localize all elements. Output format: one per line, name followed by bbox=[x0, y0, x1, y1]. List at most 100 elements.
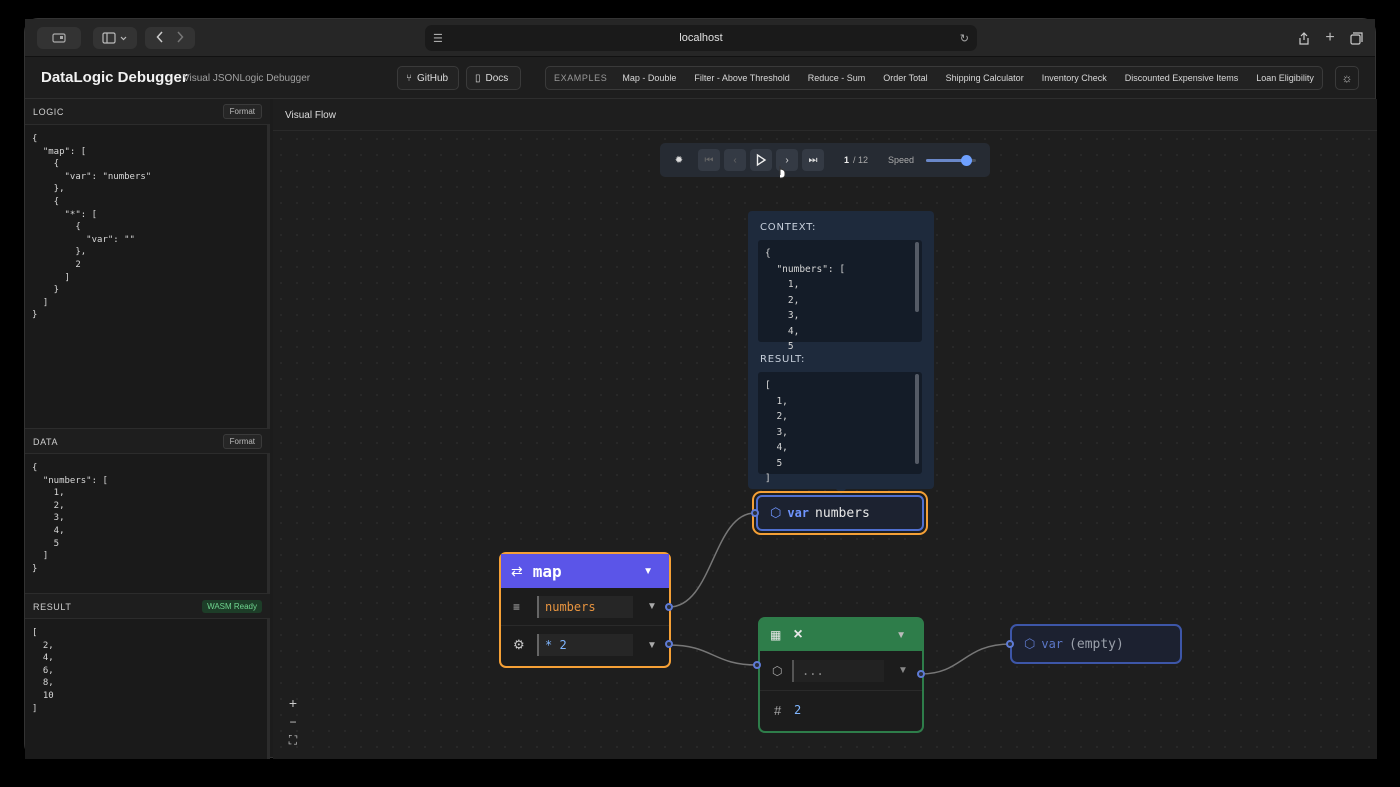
back-button[interactable] bbox=[156, 30, 164, 46]
example-filter-above-threshold[interactable]: Filter - Above Threshold bbox=[694, 73, 790, 83]
var-numbers-body: ⬡ var numbers bbox=[756, 495, 924, 531]
history-nav bbox=[145, 27, 195, 49]
example-order-total[interactable]: Order Total bbox=[883, 73, 928, 83]
plus-icon: + bbox=[1325, 29, 1335, 46]
map-arg-row-1: ≡ numbers ▼ bbox=[501, 588, 669, 626]
example-map-double[interactable]: Map - Double bbox=[622, 73, 677, 83]
step-current: 1 bbox=[844, 155, 850, 165]
context-label: CONTEXT: bbox=[760, 222, 817, 233]
address-bar[interactable]: ☰ localhost ↻ bbox=[425, 25, 977, 51]
example-loan-eligibility[interactable]: Loan Eligibility bbox=[1256, 73, 1314, 83]
step-last-button[interactable]: ⏭ bbox=[802, 149, 824, 171]
url-text: localhost bbox=[679, 32, 723, 44]
editor-panel: LOGIC Format { "map": [ { "var": "number… bbox=[25, 99, 270, 759]
skip-back-icon: ⏮ bbox=[704, 154, 714, 166]
github-icon: ⑂ bbox=[406, 72, 412, 84]
zoom-out-button[interactable]: − bbox=[289, 715, 297, 729]
sun-icon: ☼ bbox=[1341, 71, 1353, 85]
multiply-arg-context[interactable]: ... bbox=[792, 659, 884, 682]
browser-toolbar: ☰ localhost ↻ + bbox=[25, 19, 1375, 57]
step-first-button[interactable]: ⏮ bbox=[698, 149, 720, 171]
data-editor[interactable]: { "numbers": [ 1, 2, 3, 4, 5 ] } bbox=[32, 463, 108, 574]
site-settings-icon[interactable]: ☰ bbox=[433, 32, 443, 45]
theme-toggle-button[interactable]: ☼ bbox=[1335, 66, 1359, 90]
tab-overview-button[interactable] bbox=[1345, 27, 1367, 49]
multiply-arg-literal[interactable]: 2 bbox=[794, 703, 802, 717]
share-button[interactable] bbox=[1293, 27, 1315, 49]
play-button[interactable] bbox=[750, 149, 772, 171]
zoom-in-button[interactable]: + bbox=[288, 695, 298, 711]
speed-slider[interactable] bbox=[926, 154, 977, 166]
play-icon bbox=[756, 153, 767, 167]
edge-map-to-multiply bbox=[668, 644, 758, 666]
inspector-result-label: RESULT: bbox=[760, 354, 806, 365]
docs-button[interactable]: ▯ Docs bbox=[466, 66, 521, 90]
sidebar-icon bbox=[102, 32, 127, 44]
multiply-node-header: ▦ × ▼ bbox=[760, 619, 922, 651]
context-viewer[interactable]: { "numbers": [ 1, 2, 3, 4, 5 bbox=[758, 240, 922, 352]
reload-icon[interactable]: ↻ bbox=[959, 32, 969, 45]
map-collapse-icon[interactable]: ▼ bbox=[643, 565, 653, 577]
map-arg-row-2: ⚙ * 2 ▼ bbox=[501, 626, 669, 664]
traffic-lights-button[interactable] bbox=[37, 27, 81, 49]
share-icon bbox=[1299, 31, 1309, 45]
inspector-result-viewer[interactable]: [ 1, 2, 3, 4, 5 ] bbox=[758, 372, 922, 484]
example-reduce-sum[interactable]: Reduce - Sum bbox=[807, 73, 866, 83]
debug-mode-button[interactable]: ✹ bbox=[668, 149, 690, 171]
gear-icon: ⚙ bbox=[513, 637, 525, 652]
map-output-port-1[interactable] bbox=[665, 603, 673, 611]
fit-view-button[interactable]: ⛶ bbox=[288, 733, 298, 747]
var-empty-input-port[interactable] bbox=[1006, 640, 1014, 648]
speed-slider-fill bbox=[926, 158, 967, 162]
map-arg2-dropdown-icon[interactable]: ▼ bbox=[647, 639, 657, 651]
docs-label: Docs bbox=[485, 72, 509, 84]
map-node-header: ⇄ map ▼ bbox=[501, 554, 669, 588]
cube-icon: ⬡ bbox=[1024, 636, 1036, 651]
hash-icon: # bbox=[774, 702, 782, 718]
window-icon bbox=[52, 33, 66, 43]
context-scrollbar[interactable] bbox=[915, 242, 919, 312]
var-empty-node[interactable]: ⬡ var (empty) bbox=[1010, 624, 1182, 664]
map-node[interactable]: ⇄ map ▼ ≡ numbers ▼ ⚙ * 2 ▼ bbox=[499, 552, 671, 668]
map-arg1-dropdown-icon[interactable]: ▼ bbox=[647, 601, 657, 612]
step-forward-button[interactable]: › bbox=[776, 149, 798, 171]
inspector-result-scrollbar[interactable] bbox=[915, 374, 919, 464]
map-output-port-2[interactable] bbox=[665, 640, 673, 648]
logic-editor[interactable]: { "map": [ { "var": "numbers" }, { "*": … bbox=[32, 134, 152, 321]
logic-format-button[interactable]: Format bbox=[222, 104, 262, 119]
var-empty-value: (empty) bbox=[1069, 636, 1124, 652]
example-inventory-check[interactable]: Inventory Check bbox=[1041, 73, 1107, 83]
chevron-right-icon: › bbox=[785, 154, 789, 166]
multiply-arg1-dropdown-icon[interactable]: ▼ bbox=[898, 665, 908, 676]
multiply-node[interactable]: ▦ × ▼ ⬡ ... ▼ # 2 bbox=[758, 617, 924, 733]
github-button[interactable]: ⑂ GitHub bbox=[397, 66, 459, 90]
result-title: RESULT bbox=[33, 602, 72, 612]
data-format-button[interactable]: Format bbox=[222, 434, 262, 449]
multiply-collapse-icon[interactable]: ▼ bbox=[896, 629, 906, 641]
map-arg-multiply[interactable]: * 2 bbox=[537, 634, 633, 656]
speed-slider-knob[interactable] bbox=[961, 154, 973, 166]
data-header: DATA Format bbox=[25, 428, 270, 454]
chevron-right-icon bbox=[177, 30, 184, 43]
calculator-icon: ▦ bbox=[770, 628, 782, 642]
new-tab-button[interactable]: + bbox=[1319, 27, 1341, 49]
chevron-left-icon bbox=[156, 30, 163, 43]
logic-header: LOGIC Format bbox=[25, 99, 270, 125]
multiply-node-title: × bbox=[793, 626, 803, 643]
forward-button[interactable] bbox=[176, 30, 184, 46]
edge-map-to-var-numbers bbox=[668, 512, 756, 608]
var-numbers-value: numbers bbox=[815, 505, 870, 521]
sidebar-toggle-button[interactable] bbox=[93, 27, 137, 49]
visual-flow-canvas[interactable]: Visual Flow ✹ ⏮ ‹ › ⏭ 1 / 12 Speed bbox=[273, 99, 1377, 759]
multiply-input-port[interactable] bbox=[753, 661, 761, 669]
example-discounted-expensive-items[interactable]: Discounted Expensive Items bbox=[1124, 73, 1239, 83]
step-total: / 12 bbox=[853, 155, 869, 165]
bug-icon: ✹ bbox=[674, 154, 684, 166]
example-shipping-calculator[interactable]: Shipping Calculator bbox=[945, 73, 1024, 83]
var-keyword: var bbox=[787, 506, 810, 520]
map-arg-numbers[interactable]: numbers bbox=[537, 595, 633, 618]
var-numbers-node[interactable]: ⬡ var numbers bbox=[752, 491, 928, 535]
var-numbers-input-port[interactable] bbox=[751, 509, 759, 517]
multiply-output-port[interactable] bbox=[917, 670, 925, 678]
step-back-button[interactable]: ‹ bbox=[724, 149, 746, 171]
